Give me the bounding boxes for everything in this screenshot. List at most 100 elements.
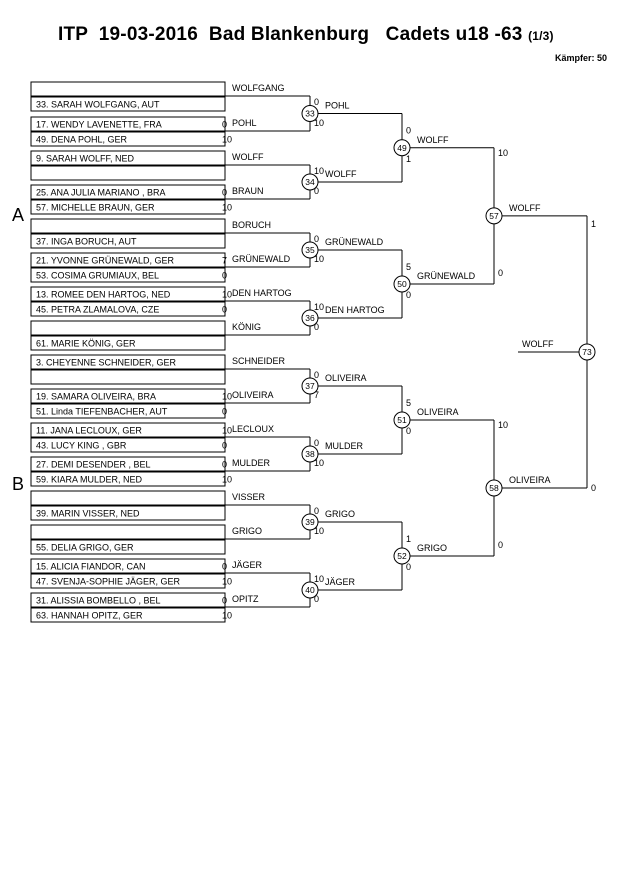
match-node — [301, 309, 319, 327]
winner-name: JÄGER — [325, 577, 356, 587]
entry-score: 0 — [222, 407, 227, 417]
winner-name: GRIGO — [417, 543, 447, 553]
match-node — [578, 343, 596, 361]
entry-box — [30, 252, 226, 268]
winner-name: OLIVEIRA — [325, 373, 367, 383]
match-score: 0 — [406, 426, 411, 436]
entry-box — [30, 403, 226, 419]
entry-score: 0 — [222, 441, 227, 451]
match-number: 38 — [305, 449, 315, 459]
entry-name: 53. COSIMA GRUMIAUX, BEL — [36, 271, 159, 281]
match-score: 10 — [314, 254, 324, 264]
winner-name: WOLFF — [509, 203, 541, 213]
match-score: 10 — [498, 420, 508, 430]
match-node — [301, 241, 319, 259]
contestant-name: VISSER — [232, 492, 266, 502]
contestant-name: GRÜNEWALD — [232, 254, 291, 264]
match-node — [485, 479, 503, 497]
page-title: ITP 19-03-2016 Bad Blankenburg Cadets u1… — [58, 24, 554, 46]
match-number: 36 — [305, 313, 315, 323]
match-score: 0 — [314, 322, 319, 332]
entry-name: 63. HANNAH OPITZ, GER — [36, 611, 143, 621]
match-number: 33 — [305, 109, 315, 119]
entry-box — [30, 539, 226, 555]
match-score: 0 — [406, 126, 411, 136]
entry-score: 0 — [222, 188, 227, 198]
entry-score: 10 — [222, 203, 232, 213]
entry-box — [30, 320, 226, 336]
entry-box — [30, 456, 226, 472]
entry-score: 10 — [222, 475, 232, 485]
match-score: 0 — [314, 506, 319, 516]
entry-box — [30, 184, 226, 200]
winner-name: DEN HARTOG — [325, 305, 385, 315]
match-score: 1 — [406, 534, 411, 544]
entry-name: 11. JANA LECLOUX, GER — [36, 426, 142, 436]
match-number: 37 — [305, 381, 315, 391]
entry-score: 0 — [222, 562, 227, 572]
match-number: 39 — [305, 517, 315, 527]
match-node — [301, 377, 319, 395]
entry-name: 9. SARAH WOLFF, NED — [36, 154, 135, 164]
entry-score: 0 — [222, 271, 227, 281]
contestant-name: WOLFF — [232, 152, 264, 162]
entry-name: 13. ROMEE DEN HARTOG, NED — [36, 290, 171, 300]
entry-score: 0 — [222, 596, 227, 606]
match-score: 0 — [314, 234, 319, 244]
entry-name: 45. PETRA ZLAMALOVA, CZE — [36, 305, 159, 315]
title-main: ITP 19-03-2016 Bad Blankenburg Cadets u1… — [58, 24, 523, 45]
match-score: 0 — [406, 562, 411, 572]
entry-name: 47. SVENJA-SOPHIE JÄGER, GER — [36, 577, 181, 587]
entry-name: 37. INGA BORUCH, AUT — [36, 237, 137, 247]
winner-name: GRÜNEWALD — [417, 271, 476, 281]
match-number: 51 — [397, 415, 407, 425]
match-score: 10 — [314, 526, 324, 536]
match-score: 10 — [314, 458, 324, 468]
entry-name: 21. YVONNE GRÜNEWALD, GER — [36, 256, 175, 266]
entry-box — [30, 471, 226, 487]
match-number: 34 — [305, 177, 315, 187]
entry-score: 10 — [222, 577, 232, 587]
contestant-name: BRAUN — [232, 186, 264, 196]
match-score: 10 — [314, 574, 324, 584]
winner-name: OLIVEIRA — [417, 407, 459, 417]
match-node — [301, 173, 319, 191]
entry-name: 17. WENDY LAVENETTE, FRA — [36, 120, 162, 130]
match-node — [485, 207, 503, 225]
contestant-name: DEN HARTOG — [232, 288, 292, 298]
winner-name: MULDER — [325, 441, 364, 451]
contestant-name: OPITZ — [232, 594, 259, 604]
contestant-name: MULDER — [232, 458, 271, 468]
section-label-a: A — [12, 205, 24, 225]
title-subtitle: (1/3) — [528, 29, 554, 43]
match-number: 50 — [397, 279, 407, 289]
entry-name: 57. MICHELLE BRAUN, GER — [36, 203, 155, 213]
entry-name: 15. ALICIA FIANDOR, CAN — [36, 562, 146, 572]
winner-name: POHL — [325, 101, 350, 111]
contestant-name: POHL — [232, 118, 257, 128]
match-number: 40 — [305, 585, 315, 595]
fighter-count: Kämpfer: 50 — [554, 53, 607, 63]
entry-score: 10 — [222, 392, 232, 402]
match-score: 0 — [314, 370, 319, 380]
entry-name: 3. CHEYENNE SCHNEIDER, GER — [36, 358, 177, 368]
entry-name: 49. DENA POHL, GER — [36, 135, 128, 145]
entry-box — [30, 607, 226, 623]
entry-box — [30, 286, 226, 302]
match-score: 1 — [591, 219, 596, 229]
match-node — [393, 275, 411, 293]
entry-box — [30, 490, 226, 506]
entry-box — [30, 369, 226, 385]
match-node — [301, 105, 319, 122]
match-number: 73 — [582, 347, 592, 357]
entry-box — [30, 437, 226, 453]
entry-name: 43. LUCY KING , GBR — [36, 441, 127, 451]
entry-score: 7 — [222, 256, 227, 266]
match-score: 0 — [314, 186, 319, 196]
entry-box — [30, 505, 226, 521]
entry-name: 27. DEMI DESENDER , BEL — [36, 460, 151, 470]
entry-score: 0 — [222, 305, 227, 315]
match-score: 10 — [314, 166, 324, 176]
entry-name: 51. Linda TIEFENBACHER, AUT — [36, 407, 168, 417]
